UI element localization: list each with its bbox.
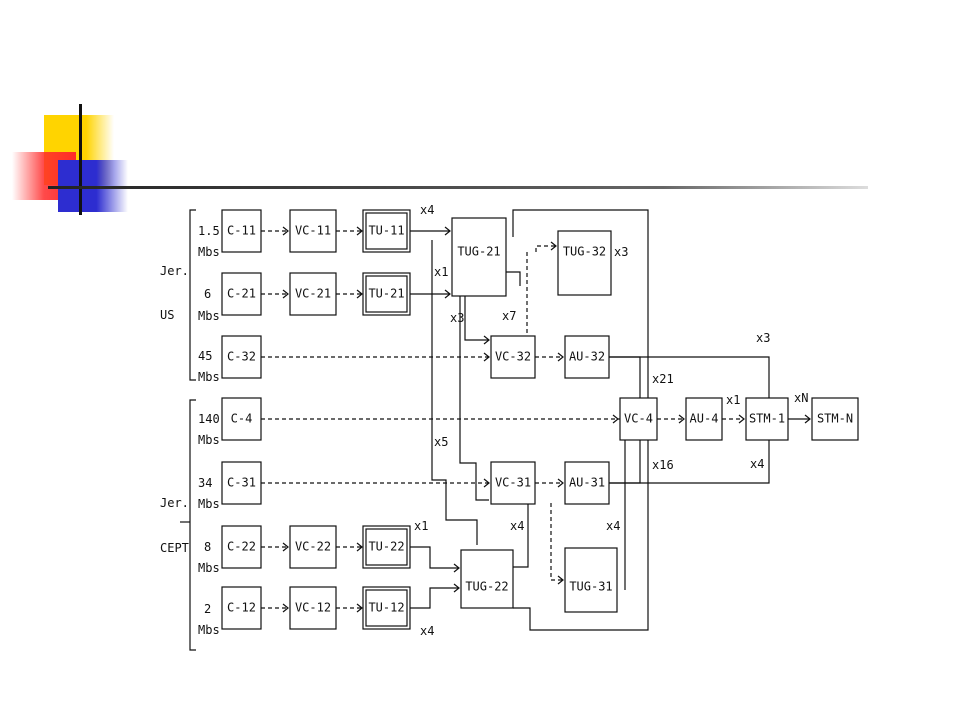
block-tu11: TU-11 bbox=[362, 209, 411, 253]
rate-8-value: 8 bbox=[204, 540, 211, 554]
block-tu21: TU-21 bbox=[362, 272, 411, 316]
horizontal-rule bbox=[48, 186, 868, 189]
mult-x5: x5 bbox=[434, 435, 448, 449]
svg-text:C-4: C-4 bbox=[231, 412, 253, 426]
block-c4: C-4 bbox=[221, 397, 262, 441]
svg-text:C-21: C-21 bbox=[227, 287, 256, 301]
block-vc11: VC-11 bbox=[289, 209, 337, 253]
mult-x7: x7 bbox=[502, 309, 516, 323]
svg-text:C-22: C-22 bbox=[227, 540, 256, 554]
svg-text:TUG-22: TUG-22 bbox=[465, 580, 508, 594]
rate-34-value: 34 bbox=[198, 476, 212, 490]
block-tug22: TUG-22 bbox=[460, 549, 514, 609]
svg-text:C-11: C-11 bbox=[227, 224, 256, 238]
svg-text:AU-32: AU-32 bbox=[569, 350, 605, 364]
rate-6-value: 6 bbox=[204, 287, 211, 301]
svg-text:TU-22: TU-22 bbox=[368, 540, 404, 554]
rate-1-5-value: 1.5 bbox=[198, 224, 220, 238]
mult-x1-au4: x1 bbox=[726, 393, 740, 407]
mult-x3-tug32: x3 bbox=[614, 245, 628, 259]
cept-group-label-2: CEPT bbox=[160, 541, 189, 555]
block-c22: C-22 bbox=[221, 525, 262, 569]
svg-text:VC-11: VC-11 bbox=[295, 224, 331, 238]
svg-text:C-32: C-32 bbox=[227, 350, 256, 364]
block-stm1: STM-1 bbox=[745, 397, 789, 441]
svg-text:C-12: C-12 bbox=[227, 601, 256, 615]
svg-text:VC-12: VC-12 bbox=[295, 601, 331, 615]
svg-text:VC-32: VC-32 bbox=[495, 350, 531, 364]
svg-text:VC-31: VC-31 bbox=[495, 476, 531, 490]
svg-text:TUG-32: TUG-32 bbox=[563, 245, 606, 259]
block-tu12: TU-12 bbox=[362, 586, 411, 630]
block-tu22: TU-22 bbox=[362, 525, 411, 569]
rate-140-value: 140 bbox=[198, 412, 220, 426]
rate-140-unit: Mbs bbox=[198, 433, 220, 447]
svg-text:TU-12: TU-12 bbox=[368, 601, 404, 615]
svg-text:VC-22: VC-22 bbox=[295, 540, 331, 554]
mult-xn: xN bbox=[794, 391, 808, 405]
block-vc22: VC-22 bbox=[289, 525, 337, 569]
cept-group-label-1: Jer. bbox=[160, 496, 189, 510]
rate-1-5-unit: Mbs bbox=[198, 245, 220, 259]
mult-x4-tu12: x4 bbox=[420, 624, 434, 638]
block-au4: AU-4 bbox=[685, 397, 723, 441]
us-group-label-2: US bbox=[160, 308, 174, 322]
block-c21: C-21 bbox=[221, 272, 262, 316]
rate-45-unit: Mbs bbox=[198, 370, 220, 384]
svg-text:C-31: C-31 bbox=[227, 476, 256, 490]
cept-bracket bbox=[189, 399, 196, 651]
vertical-rule bbox=[79, 104, 82, 215]
mult-x4-tu11: x4 bbox=[420, 203, 434, 217]
block-tug21: TUG-21 bbox=[451, 217, 507, 297]
svg-text:AU-31: AU-31 bbox=[569, 476, 605, 490]
rate-34-unit: Mbs bbox=[198, 497, 220, 511]
rate-2-value: 2 bbox=[204, 602, 211, 616]
svg-text:VC-4: VC-4 bbox=[624, 412, 653, 426]
rate-45-value: 45 bbox=[198, 349, 212, 363]
block-c32: C-32 bbox=[221, 335, 262, 379]
block-vc32: VC-32 bbox=[490, 335, 536, 379]
block-vc12: VC-12 bbox=[289, 586, 337, 630]
block-vc4: VC-4 bbox=[619, 397, 658, 441]
svg-text:STM-1: STM-1 bbox=[749, 412, 785, 426]
svg-text:TU-11: TU-11 bbox=[368, 224, 404, 238]
mult-x3-stm: x3 bbox=[756, 331, 770, 345]
block-tug32: TUG-32 bbox=[557, 230, 612, 296]
block-au31: AU-31 bbox=[564, 461, 610, 505]
block-tug31: TUG-31 bbox=[564, 547, 618, 613]
block-vc21: VC-21 bbox=[289, 272, 337, 316]
mult-x1-tu22: x1 bbox=[414, 519, 428, 533]
block-c12: C-12 bbox=[221, 586, 262, 630]
block-stmn: STM-N bbox=[811, 397, 859, 441]
mult-x21: x21 bbox=[652, 372, 674, 386]
rate-8-unit: Mbs bbox=[198, 561, 220, 575]
us-bracket bbox=[189, 209, 196, 381]
us-group-label-1: Jer. bbox=[160, 264, 189, 278]
mult-x4-tug22: x4 bbox=[510, 519, 524, 533]
block-vc31: VC-31 bbox=[490, 461, 536, 505]
mult-x3-tug21: x3 bbox=[450, 311, 464, 325]
svg-text:VC-21: VC-21 bbox=[295, 287, 331, 301]
mult-x1-tu21: x1 bbox=[434, 265, 448, 279]
svg-text:TUG-21: TUG-21 bbox=[457, 245, 500, 259]
rate-2-unit: Mbs bbox=[198, 623, 220, 637]
block-au32: AU-32 bbox=[564, 335, 610, 379]
mult-x4-stm: x4 bbox=[750, 457, 764, 471]
svg-text:TU-21: TU-21 bbox=[368, 287, 404, 301]
block-c11: C-11 bbox=[221, 209, 262, 253]
svg-text:TUG-31: TUG-31 bbox=[569, 580, 612, 594]
svg-text:AU-4: AU-4 bbox=[690, 412, 719, 426]
block-c31: C-31 bbox=[221, 461, 262, 505]
rate-6-unit: Mbs bbox=[198, 309, 220, 323]
slide-header-decoration bbox=[12, 104, 868, 215]
svg-text:STM-N: STM-N bbox=[817, 412, 853, 426]
mult-x16: x16 bbox=[652, 458, 674, 472]
mult-x4-tug31: x4 bbox=[606, 519, 620, 533]
